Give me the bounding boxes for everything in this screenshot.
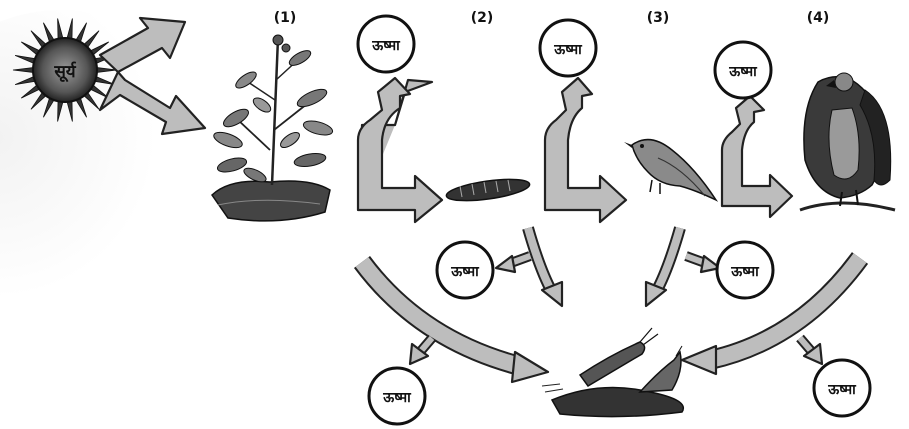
- level-2-label: (2): [471, 10, 494, 26]
- heat-label-2: ऊष्मा: [553, 42, 583, 58]
- heat-circle-1: ऊष्मा: [358, 16, 414, 72]
- heat-label-5: ऊष्मा: [730, 264, 760, 280]
- caterpillar-icon: [445, 175, 531, 205]
- plant-icon: [212, 35, 334, 221]
- level-1-label: (1): [274, 10, 297, 26]
- heat-label-6: ऊष्मा: [382, 390, 412, 406]
- heat-circle-2: ऊष्मा: [540, 20, 596, 76]
- bird-icon: [624, 140, 716, 200]
- decomposer-icon: [542, 328, 683, 417]
- sun-label: सूर्य: [53, 61, 76, 83]
- flow-arrow-3-4: [722, 96, 792, 217]
- vulture-icon: [800, 73, 895, 210]
- heat-label-3: ऊष्मा: [728, 64, 758, 80]
- flow-arrow-2-3: [545, 78, 626, 222]
- heat-circle-3: ऊष्मा: [715, 42, 771, 98]
- heat-label-7: ऊष्मा: [827, 382, 857, 398]
- heat-label-1: ऊष्मा: [371, 38, 401, 54]
- heat-circle-7: ऊष्मा: [814, 360, 870, 416]
- heat-label-4: ऊष्मा: [450, 264, 480, 280]
- heat-circle-5: ऊष्मा: [717, 242, 773, 298]
- heat-circle-4: ऊष्मा: [437, 242, 493, 298]
- flow-arrow-1-2: [358, 78, 442, 222]
- heat-circle-6: ऊष्मा: [369, 368, 425, 424]
- level-3-label: (3): [647, 10, 670, 26]
- level-4-label: (4): [807, 10, 830, 26]
